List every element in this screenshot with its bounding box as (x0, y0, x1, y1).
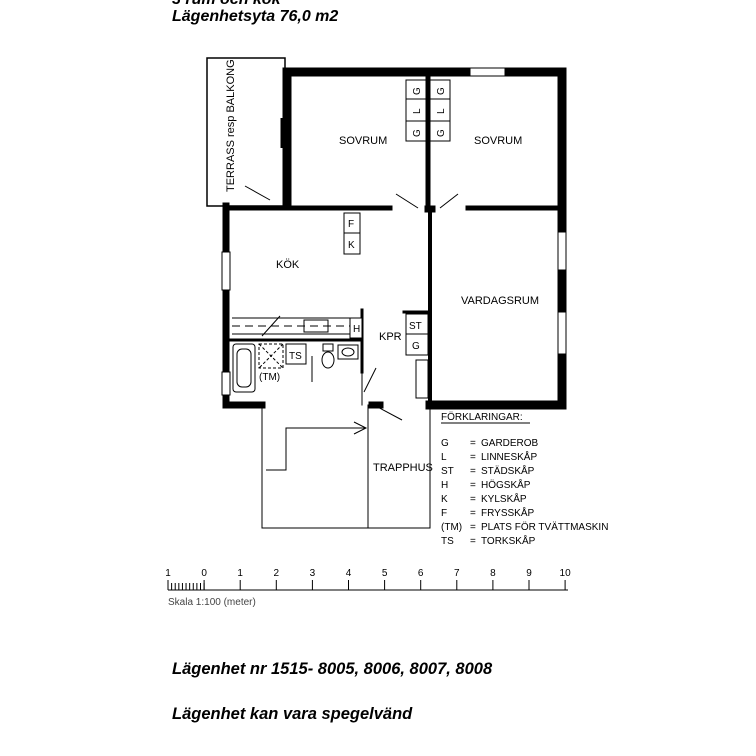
mirror-note: Lägenhet kan vara spegelvänd (172, 705, 413, 723)
svg-text:=: = (470, 480, 476, 491)
svg-text:KYLSKÅP: KYLSKÅP (481, 492, 527, 505)
fridge-freezer: F K (343, 212, 361, 255)
svg-text:G: G (412, 129, 423, 137)
kitchen-counter: H (232, 315, 363, 339)
bedroom-1-label: SOVRUM (339, 135, 387, 147)
scale-caption: Skala 1:100 (meter) (168, 597, 256, 608)
svg-text:G: G (436, 129, 447, 137)
freezer-label: F (348, 219, 354, 230)
scale-tick-label: 1 (165, 568, 171, 579)
rooms-heading: 3 rum och kök (172, 0, 280, 9)
svg-text:G: G (436, 87, 447, 95)
scale-tick-label: 7 (454, 568, 460, 579)
fridge-label: K (348, 240, 355, 251)
drying-cabinet-label: TS (289, 351, 302, 362)
svg-text:ST: ST (441, 466, 454, 477)
svg-text:=: = (470, 508, 476, 519)
scale-tick-label: 5 (382, 568, 388, 579)
svg-text:GARDEROB: GARDEROB (481, 438, 539, 449)
bedroom-2-label: SOVRUM (474, 135, 522, 147)
stairwell-label: TRAPPHUS (373, 462, 433, 474)
washer-spot-label: (TM) (259, 372, 280, 383)
living-room-label: VARDAGSRUM (461, 295, 539, 307)
closet-fixtures: ST G (405, 313, 429, 399)
area-heading: Lägenhetsyta 76,0 m2 (172, 8, 339, 25)
svg-text:=: = (470, 522, 476, 533)
interior-walls (227, 73, 561, 529)
apartment-numbers: Lägenhet nr 1515- 8005, 8006, 8007, 8008 (172, 660, 493, 678)
tall-cabinet-label: H (353, 324, 360, 335)
outer-walls (222, 67, 567, 410)
terrace: TERRASS resp BALKONG (206, 57, 288, 207)
wardrobe-labels: G L G G L G (412, 87, 447, 137)
svg-text:G: G (441, 438, 449, 449)
legend-title: FÖRKLARINGAR: (441, 411, 523, 423)
scale-tick-label: 9 (526, 568, 532, 579)
wardrobe-label: G (412, 341, 420, 352)
svg-text:LINNESKÅP: LINNESKÅP (481, 450, 537, 463)
legend-item: G = GARDEROB (441, 438, 539, 449)
room-labels: SOVRUM SOVRUM KÖK VARDAGSRUM KPR TRAPPHU… (276, 135, 539, 474)
svg-text:G: G (412, 87, 423, 95)
bathroom (232, 343, 359, 393)
svg-text:L: L (441, 452, 447, 463)
legend-item: H = HÖGSKÅP (441, 478, 531, 491)
windows (221, 67, 567, 396)
svg-text:TS: TS (441, 536, 454, 547)
svg-text:H: H (441, 480, 448, 491)
scale-tick-label: 0 (201, 568, 207, 579)
doors (363, 193, 459, 421)
legend-item: F = FRYSSKÅP (441, 506, 534, 519)
legend-item: L = LINNESKÅP (441, 450, 537, 463)
legend-item: (TM) = PLATS FÖR TVÄTTMASKIN (441, 521, 608, 533)
svg-text:STÄDSKÅP: STÄDSKÅP (481, 464, 535, 477)
scale-tick-label: 2 (274, 568, 280, 579)
kitchen-label: KÖK (276, 259, 300, 271)
svg-text:=: = (470, 438, 476, 449)
scale-tick-label: 3 (310, 568, 316, 579)
svg-text:=: = (470, 494, 476, 505)
legend-item: ST = STÄDSKÅP (441, 464, 535, 477)
legend-item: TS = TORKSKÅP (441, 534, 536, 547)
svg-text:K: K (441, 494, 448, 505)
svg-text:(TM): (TM) (441, 522, 462, 533)
legend-item: K = KYLSKÅP (441, 492, 527, 505)
svg-text:L: L (412, 108, 423, 114)
scale-tick-label: 10 (560, 568, 572, 579)
wardrobes (405, 79, 451, 142)
svg-text:=: = (470, 536, 476, 547)
svg-text:=: = (470, 466, 476, 477)
svg-text:=: = (470, 452, 476, 463)
legend: FÖRKLARINGAR: G = GARDEROB L = LINNESKÅP ST =… (441, 411, 608, 547)
scale-tick-label: 1 (237, 568, 243, 579)
scale-tick-label: 8 (490, 568, 496, 579)
closet-label: KPR (379, 331, 402, 343)
svg-text:FRYSSKÅP: FRYSSKÅP (481, 506, 534, 519)
svg-text:PLATS FÖR TVÄTTMASKIN: PLATS FÖR TVÄTTMASKIN (481, 521, 608, 533)
stairwell (266, 421, 368, 471)
cleaning-cabinet-label: ST (409, 321, 422, 332)
svg-text:L: L (436, 108, 447, 114)
scale-tick-label: 6 (418, 568, 424, 579)
svg-text:HÖGSKÅP: HÖGSKÅP (481, 478, 531, 491)
scale-tick-label: 4 (346, 568, 352, 579)
svg-text:TORKSKÅP: TORKSKÅP (481, 534, 536, 547)
svg-text:F: F (441, 508, 447, 519)
terrace-label: TERRASS resp BALKONG (225, 59, 237, 192)
